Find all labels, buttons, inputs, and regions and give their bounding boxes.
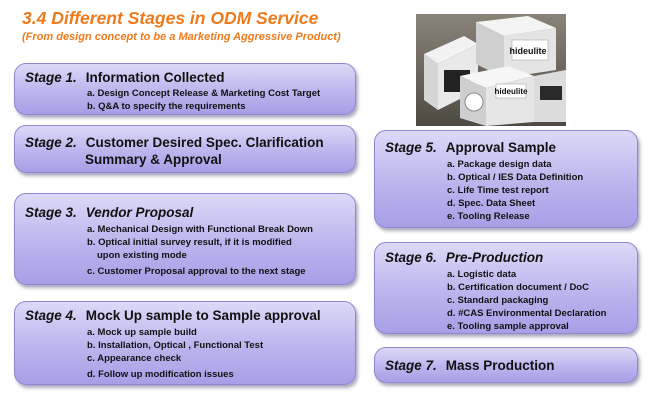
- stage-3-box: Stage 3. Vendor Proposal a. Mechanical De…: [14, 193, 356, 285]
- stage-3-name: Vendor Proposal: [85, 205, 194, 220]
- page-title: 3.4 Different Stages in ODM Service: [22, 8, 319, 28]
- stage-4-number: Stage 4.: [25, 308, 77, 323]
- list-item: a. Design Concept Release & Marketing Co…: [87, 88, 321, 99]
- page-subtitle: (From design concept to be a Marketing A…: [22, 31, 341, 43]
- stage-6-name: Pre-Production: [445, 250, 544, 265]
- stage-5-box: Stage 5. Approval Sample a. Package desig…: [374, 130, 638, 228]
- list-item: c. Standard packaging: [447, 295, 549, 306]
- stage-6-box: Stage 6. Pre-Production a. Logistic data …: [374, 242, 638, 334]
- stage-5-name: Approval Sample: [445, 140, 557, 155]
- list-item: a. Mock up sample build: [87, 327, 197, 338]
- list-item: d. Spec. Data Sheet: [447, 198, 536, 209]
- stage-7-name: Mass Production: [445, 358, 555, 373]
- list-item: d. #CAS Environmental Declaration: [447, 308, 607, 319]
- list-item: e. Tooling sample approval: [447, 321, 569, 332]
- list-item: a. Logistic data: [447, 269, 517, 280]
- brand-label-top: hideulite: [509, 46, 546, 56]
- stage-3-number: Stage 3.: [25, 205, 77, 220]
- stage-3-items: a. Mechanical Design with Functional Bre…: [87, 223, 313, 278]
- stage-2-box: Stage 2. Customer Desired Spec. Clarifica…: [14, 125, 356, 173]
- stage-4-name: Mock Up sample to Sample approval: [85, 308, 321, 323]
- list-item: b. Optical / IES Data Definition: [447, 172, 584, 183]
- list-item: a. Mechanical Design with Functional Bre…: [87, 224, 313, 235]
- stage-5-items: a. Package design data b. Optical / IES …: [447, 158, 583, 223]
- product-photo: hideulite hideulite: [416, 14, 566, 126]
- stage-1-items: a. Design Concept Release & Marketing Co…: [87, 87, 320, 113]
- list-item: b. Installation, Optical , Functional Te…: [87, 340, 264, 351]
- stage-2-name-line2: Summary & Approval: [85, 152, 222, 167]
- list-item: b. Optical initial survey result, if it …: [87, 237, 292, 248]
- list-item: e. Tooling Release: [447, 211, 530, 222]
- list-item: c. Appearance check: [87, 353, 182, 364]
- stage-5-number: Stage 5.: [385, 140, 437, 155]
- stage-2-number: Stage 2.: [25, 135, 77, 150]
- list-item: c. Customer Proposal approval to the nex…: [87, 266, 306, 277]
- brand-label-front: hideulite: [495, 87, 528, 96]
- list-item: b. Q&A to specify the requirements: [87, 101, 246, 112]
- stage-4-box: Stage 4. Mock Up sample to Sample approva…: [14, 301, 356, 385]
- stage-7-box: Stage 7. Mass Production: [374, 347, 638, 383]
- stage-1-name: Information Collected: [85, 70, 225, 85]
- stage-1-number: Stage 1.: [25, 70, 77, 85]
- stage-6-number: Stage 6.: [385, 250, 437, 265]
- stage-2-name: Customer Desired Spec. Clarification: [85, 135, 324, 150]
- list-item: c. Life Time test report: [447, 185, 549, 196]
- list-item: a. Package design data: [447, 159, 552, 170]
- stage-1-box: Stage 1. Information Collected a. Design …: [14, 63, 356, 115]
- product-boxes-image: hideulite hideulite: [416, 14, 566, 126]
- list-item: upon existing mode: [97, 250, 187, 261]
- list-item: d. Follow up modification issues: [87, 369, 234, 380]
- stage-6-items: a. Logistic data b. Certification docume…: [447, 268, 606, 333]
- list-item: b. Certification document / DoC: [447, 282, 589, 293]
- stage-7-number: Stage 7.: [385, 358, 437, 373]
- stage-4-items: a. Mock up sample build b. Installation,…: [87, 326, 263, 381]
